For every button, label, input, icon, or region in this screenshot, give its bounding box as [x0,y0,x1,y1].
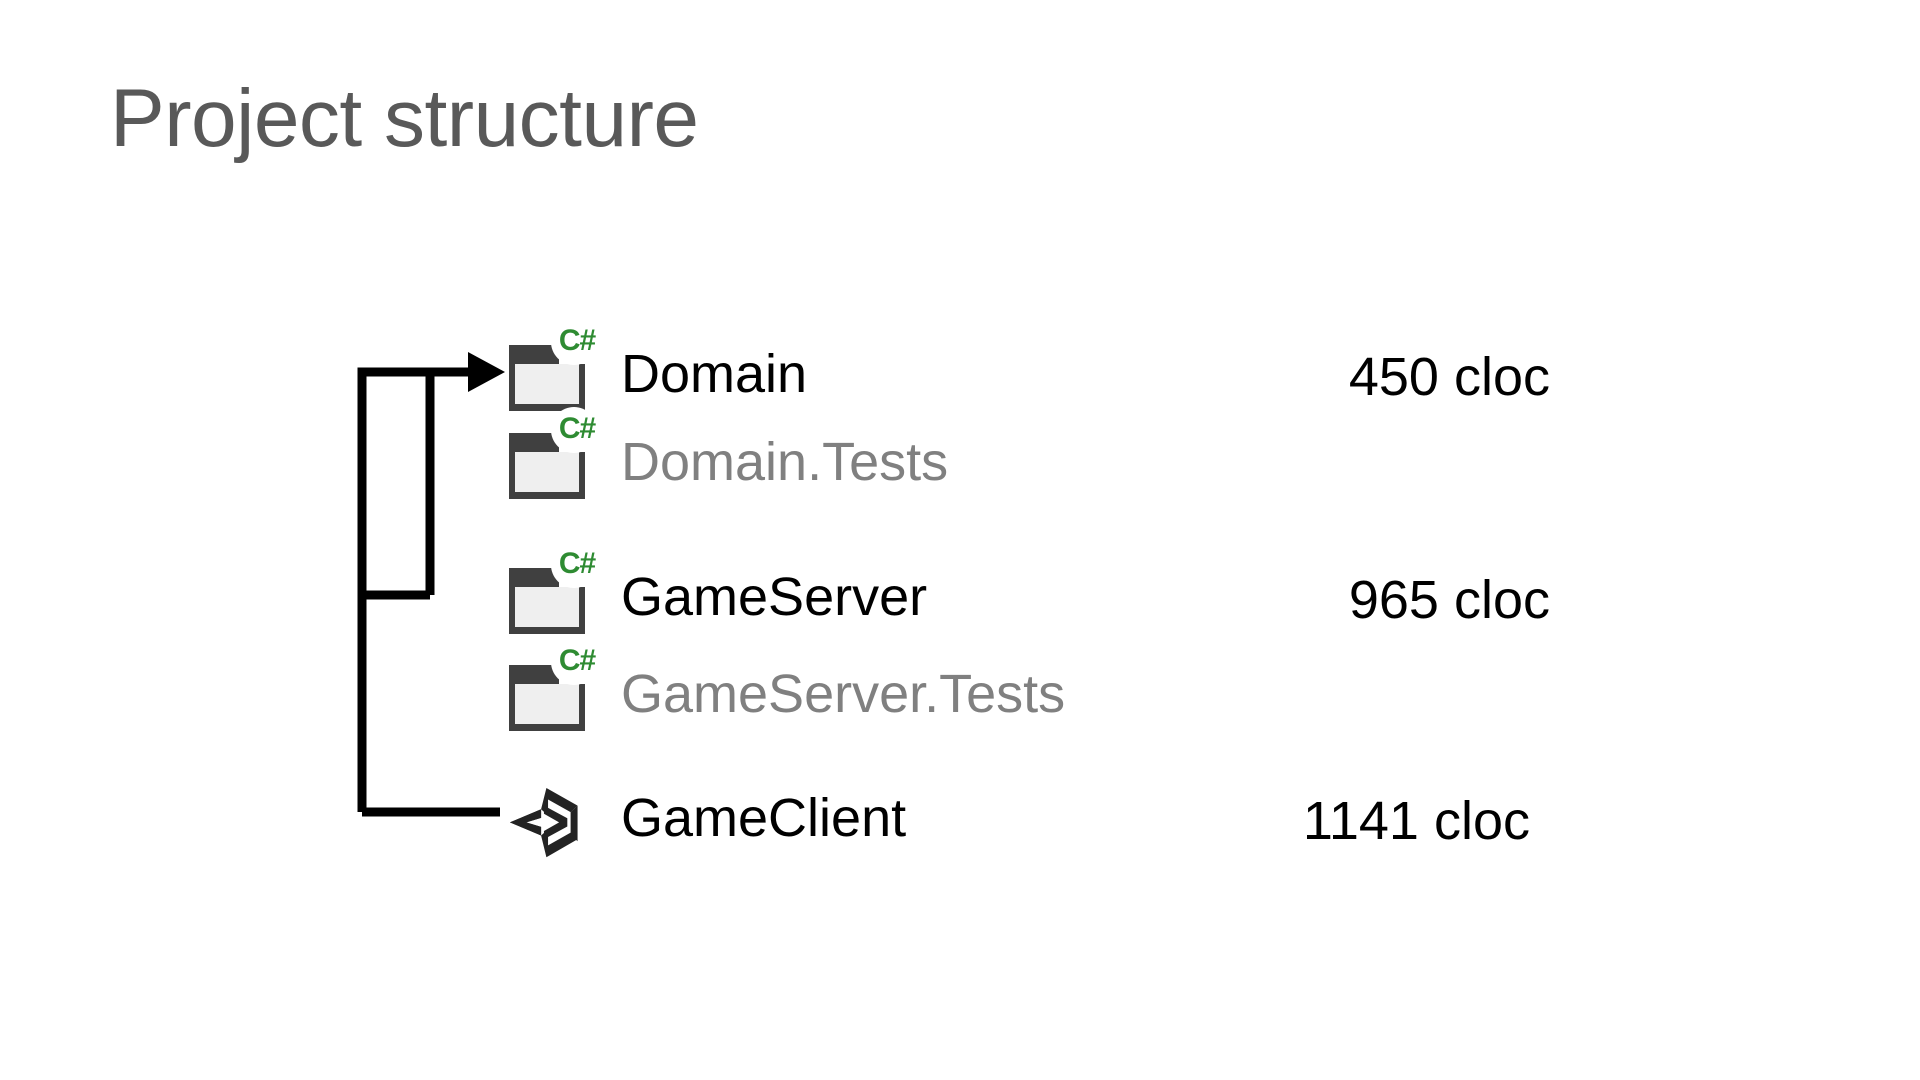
project-row-domain-tests[interactable]: C# Domain.Tests [505,407,949,510]
csharp-badge-icon: C# [551,542,597,588]
csharp-project-icon: C# [505,319,597,415]
csharp-badge-label: C# [558,644,596,677]
cloc-value-gameserver: 965 cloc [1348,570,1550,630]
unity-logo-icon [505,777,587,859]
csharp-project-icon: C# [505,407,597,503]
project-row-gameclient[interactable]: GameClient [505,770,906,866]
project-row-gameserver[interactable]: C# GameServer [505,542,928,645]
project-row-gameserver-tests[interactable]: C# GameServer.Tests [505,639,1066,742]
page-title: Project structure [110,73,699,164]
csharp-badge-label: C# [558,324,596,357]
csharp-project-icon: C# [505,639,597,735]
csharp-badge-label: C# [558,547,596,580]
csharp-badge-label: C# [558,412,596,445]
arrowhead-icon [468,352,505,392]
csharp-badge-icon: C# [551,639,597,685]
project-row-domain[interactable]: C# Domain [505,319,808,422]
cloc-value-domain: 450 cloc [1348,347,1550,407]
connector-gameclient-to-domain [357,367,475,812]
csharp-badge-icon: C# [551,319,597,365]
project-label-domain-tests: Domain.Tests [621,432,949,492]
unity-logo-glyph [509,787,578,858]
project-label-gameclient: GameClient [621,788,907,848]
project-label-domain: Domain [621,344,808,404]
project-label-gameserver-tests: GameServer.Tests [621,664,1066,724]
connector-gameserver-to-domain [425,367,475,595]
csharp-badge-icon: C# [551,407,597,453]
project-label-gameserver: GameServer [621,567,928,627]
csharp-project-icon: C# [505,542,597,638]
cloc-value-gameclient: 1141 cloc [1302,791,1530,851]
